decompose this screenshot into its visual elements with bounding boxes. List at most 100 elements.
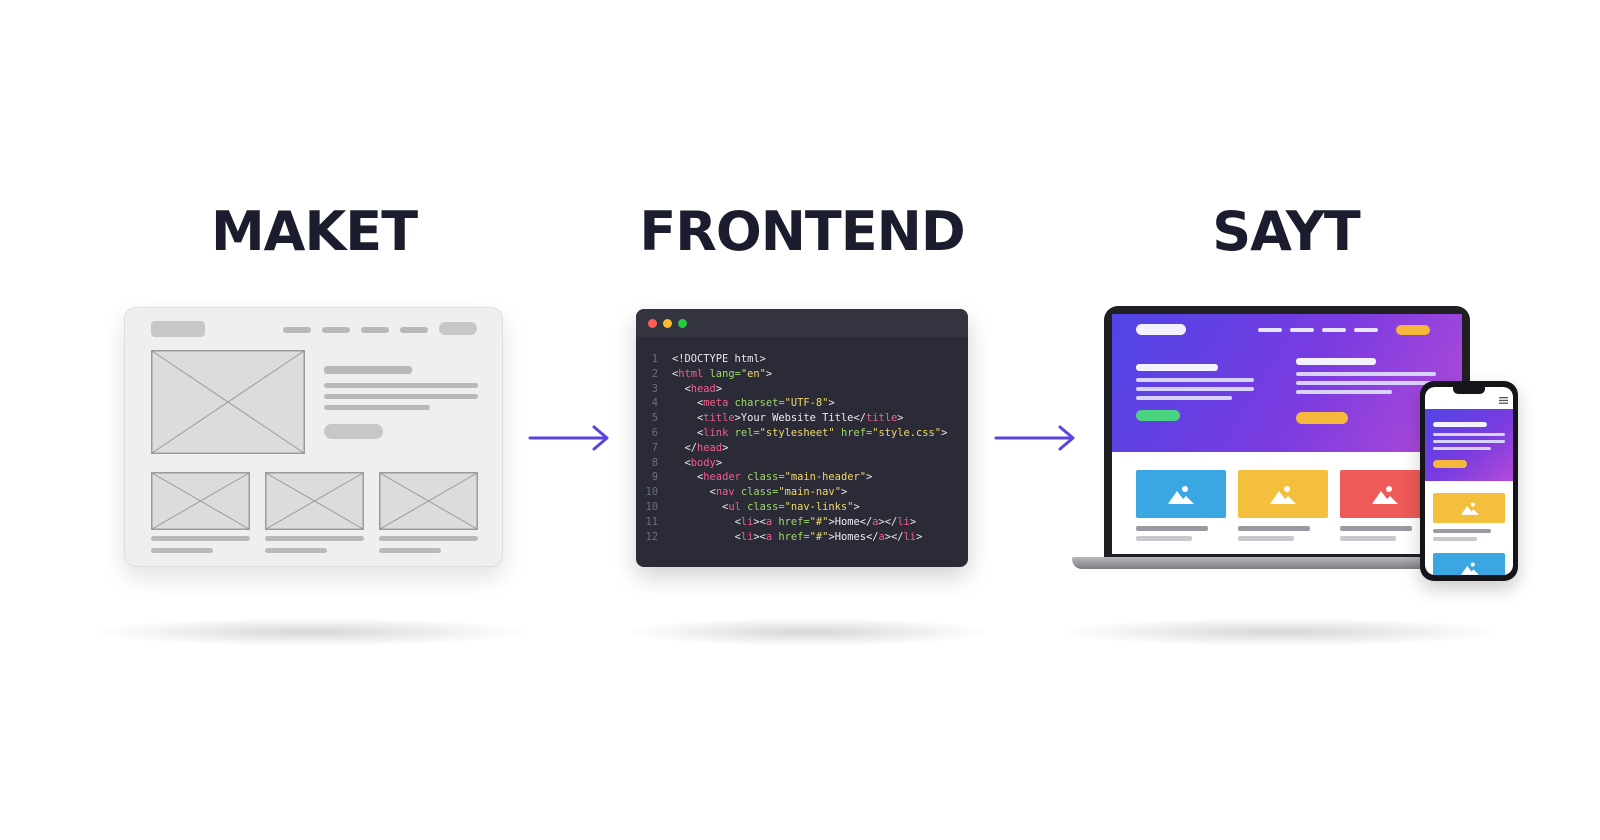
code-line: 3 <head>: [636, 382, 968, 397]
code-token: "main-nav": [778, 486, 841, 499]
code-token: <: [734, 530, 741, 543]
site-nav-item: [1354, 328, 1378, 332]
phone-card-caption-line: [1433, 537, 1477, 541]
code-block: 1<!DOCTYPE html>2<html lang="en">3 <head…: [636, 352, 968, 544]
code-token: link: [703, 426, 729, 439]
phone-hero: [1425, 409, 1513, 481]
code-token: >: [865, 471, 873, 484]
code-token: "style.css": [872, 426, 942, 439]
code-indent: [672, 397, 697, 409]
code-line: 12 <li><a href="#">Homes</a></li>: [636, 530, 968, 545]
stage-title-frontend: FRONTEND: [639, 200, 965, 263]
code-token: <: [684, 456, 691, 469]
code-token: <: [697, 412, 704, 425]
wireframe-heading: [324, 366, 412, 374]
code-token: "nav-links": [784, 500, 854, 513]
code-indent: [672, 486, 710, 498]
code-line: 2<html lang="en">: [636, 367, 968, 382]
wireframe-nav-item: [361, 327, 389, 333]
code-token: <: [722, 500, 729, 513]
image-placeholder-icon: [379, 472, 478, 530]
code-token: li: [740, 515, 754, 528]
code-token: >Home</: [828, 515, 873, 528]
code-token: >Homes</: [828, 530, 879, 543]
code-line: 7 </head>: [636, 441, 968, 456]
site-nav-item: [1322, 328, 1346, 332]
site-card-blue: [1136, 470, 1226, 518]
hero-text-line: [1296, 381, 1436, 385]
code-editor-window: 1<!DOCTYPE html>2<html lang="en">3 <head…: [636, 309, 968, 567]
hamburger-menu-icon: [1499, 397, 1508, 404]
line-number: 12: [645, 530, 658, 543]
image-placeholder-icon: [151, 350, 305, 454]
window-maximize-dot: [678, 319, 687, 328]
wireframe-text-line: [324, 405, 430, 410]
hero-text-line: [1136, 387, 1254, 391]
hero-green-button: [1136, 410, 1180, 421]
site-nav-item: [1290, 328, 1314, 332]
card-caption-line: [1136, 536, 1192, 541]
mountain-image-icon: [1461, 502, 1479, 515]
code-line: 8 <body>: [636, 456, 968, 471]
wireframe-text-line: [324, 394, 478, 399]
phone-screen: [1425, 387, 1513, 575]
code-token: </: [684, 441, 698, 454]
site-card-yellow: [1238, 470, 1328, 518]
stage-title-sayt: SAYT: [1212, 200, 1360, 263]
code-indent: [672, 471, 697, 483]
code-line: 10 <nav class="main-nav">: [636, 485, 968, 500]
code-token: >Your Website Title</: [734, 412, 866, 425]
code-line: 1<!DOCTYPE html>: [636, 352, 968, 367]
wireframe-logo: [151, 321, 205, 337]
stage-title-maket: MAKET: [210, 200, 418, 263]
code-indent: [672, 516, 735, 528]
card-caption-line: [1136, 526, 1208, 531]
line-number: 7: [651, 441, 658, 454]
code-indent: [672, 442, 685, 454]
code-token: "main-header": [784, 471, 866, 484]
code-token: "#": [809, 530, 829, 543]
mountain-image-icon: [1461, 562, 1479, 575]
phone-card-blue: [1433, 553, 1505, 575]
image-placeholder-icon: [265, 472, 364, 530]
code-token: <: [709, 486, 716, 499]
site-nav-button: [1396, 325, 1430, 335]
code-token: >: [828, 397, 835, 410]
hero-orange-button: [1296, 412, 1348, 424]
code-token: head: [697, 441, 723, 454]
laptop-base: [1072, 557, 1502, 569]
code-token: title: [865, 412, 898, 425]
code-token: class=: [734, 486, 779, 499]
floor-shadow-frontend: [628, 618, 988, 646]
code-token: <!DOCTYPE html>: [672, 353, 766, 365]
code-token: charset=: [728, 397, 785, 410]
hero-heading: [1136, 364, 1218, 371]
line-number: 3: [651, 382, 658, 395]
code-token: >: [941, 426, 948, 439]
code-token: >: [765, 367, 773, 380]
code-token: li: [740, 530, 754, 543]
code-token: <: [697, 471, 704, 484]
code-token: ul: [728, 500, 741, 513]
line-number: 5: [651, 412, 658, 425]
phone-card-yellow: [1433, 493, 1505, 523]
phone-notch: [1453, 387, 1485, 394]
window-minimize-dot: [663, 319, 672, 328]
code-line: 10 <ul class="nav-links">: [636, 500, 968, 515]
phone-hero-heading: [1433, 422, 1487, 427]
code-token: lang=: [703, 367, 741, 380]
hero-text-line: [1296, 390, 1392, 394]
code-token: ></: [878, 515, 898, 528]
line-number: 10: [645, 486, 658, 499]
code-token: ></: [884, 530, 904, 543]
code-indent: [672, 457, 685, 469]
line-number: 9: [651, 471, 658, 484]
line-number: 10: [645, 500, 658, 513]
code-indent: [672, 383, 685, 395]
code-token: "stylesheet": [759, 426, 835, 439]
wireframe-caption-line: [265, 536, 364, 541]
code-line: 4 <meta charset="UTF-8">: [636, 396, 968, 411]
code-indent: [672, 501, 722, 513]
code-token: class=: [740, 471, 785, 484]
code-indent: [672, 427, 697, 439]
